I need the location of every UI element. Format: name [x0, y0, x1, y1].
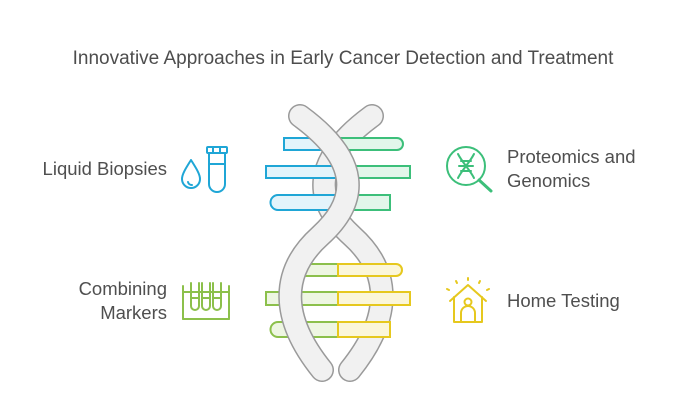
- label-proteomics-line2: Genomics: [507, 170, 591, 191]
- label-proteomics-genomics: Proteomics and Genomics: [507, 145, 636, 193]
- label-proteomics-line1: Proteomics and: [507, 146, 636, 167]
- label-combining-line1: Combining: [78, 278, 167, 299]
- label-combining-markers: Combining Markers: [18, 277, 167, 325]
- house-person-icon: [446, 277, 490, 323]
- label-combining-line2: Markers: [100, 302, 167, 323]
- test-tube-rack-icon: [182, 282, 230, 320]
- label-liquid-biopsies: Liquid Biopsies: [42, 158, 167, 179]
- test-tubes-droplet-icon: [181, 146, 228, 193]
- diagram-title: Innovative Approaches in Early Cancer De…: [72, 48, 614, 69]
- dna-magnifier-icon: [446, 146, 493, 193]
- label-home-testing: Home Testing: [507, 290, 620, 311]
